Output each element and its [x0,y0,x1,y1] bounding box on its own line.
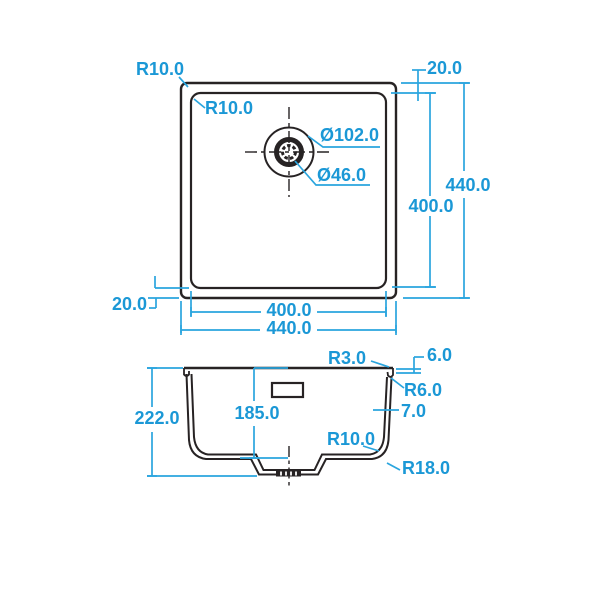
bottom-outer-radius-label: R18.0 [402,458,450,478]
inner-corner-radius-label: R10.0 [205,98,253,118]
bottom-rim-offset-label: 20.0 [112,294,147,314]
bottom-inner-radius-label: R10.0 [327,429,375,449]
rim-edge-radius-label: R3.0 [328,348,366,368]
drain-strainer-circle [281,144,297,160]
dimension-lines-top-view [149,69,469,335]
drain-inner-diameter-label: Ø46.0 [317,165,366,185]
inner-width-label: 400.0 [266,300,311,320]
sink-bowl-outline [189,91,388,290]
rim-thickness-label: 6.0 [427,345,452,365]
bowl-depth-label: 185.0 [234,403,279,423]
inner-height-label: 400.0 [408,196,453,216]
drain-assembly [245,107,333,197]
leader-bottom-inner-radius [362,445,380,452]
top-view: R10.0 R10.0 20.0 Ø102.0 Ø46.0 400.0 440.… [112,58,491,338]
sink-outer-rim-outline [179,81,398,300]
leader-drain-inner-diameter [294,160,370,186]
drain-outer-diameter-label: Ø102.0 [320,125,379,145]
outer-corner-radius-label: R10.0 [136,59,184,79]
leader-outer-corner-radius [178,76,189,88]
leader-bottom-outer-radius [386,462,401,471]
drain-ring [274,137,304,167]
outer-height-label: 440.0 [445,175,490,195]
section-outer-profile [185,373,393,476]
top-rim-offset-label: 20.0 [427,58,462,78]
wall-thickness-label: 7.0 [401,401,426,421]
section-right-rim-lip [386,368,394,378]
leader-inner-corner-radius [193,98,206,109]
dimension-lines-section [147,356,424,477]
overall-depth-label: 222.0 [134,408,179,428]
rim-inner-radius-label: R6.0 [404,380,442,400]
section-view: R3.0 6.0 R6.0 7.0 185.0 222.0 R10.0 R18.… [134,345,452,489]
drain-outer-circle [263,126,315,178]
leader-drain-outer-diameter [307,135,380,148]
overflow-opening [270,381,305,399]
leader-rim-inner-radius [390,377,405,389]
leader-rim-edge-radius [370,360,390,368]
outer-width-label: 440.0 [266,318,311,338]
